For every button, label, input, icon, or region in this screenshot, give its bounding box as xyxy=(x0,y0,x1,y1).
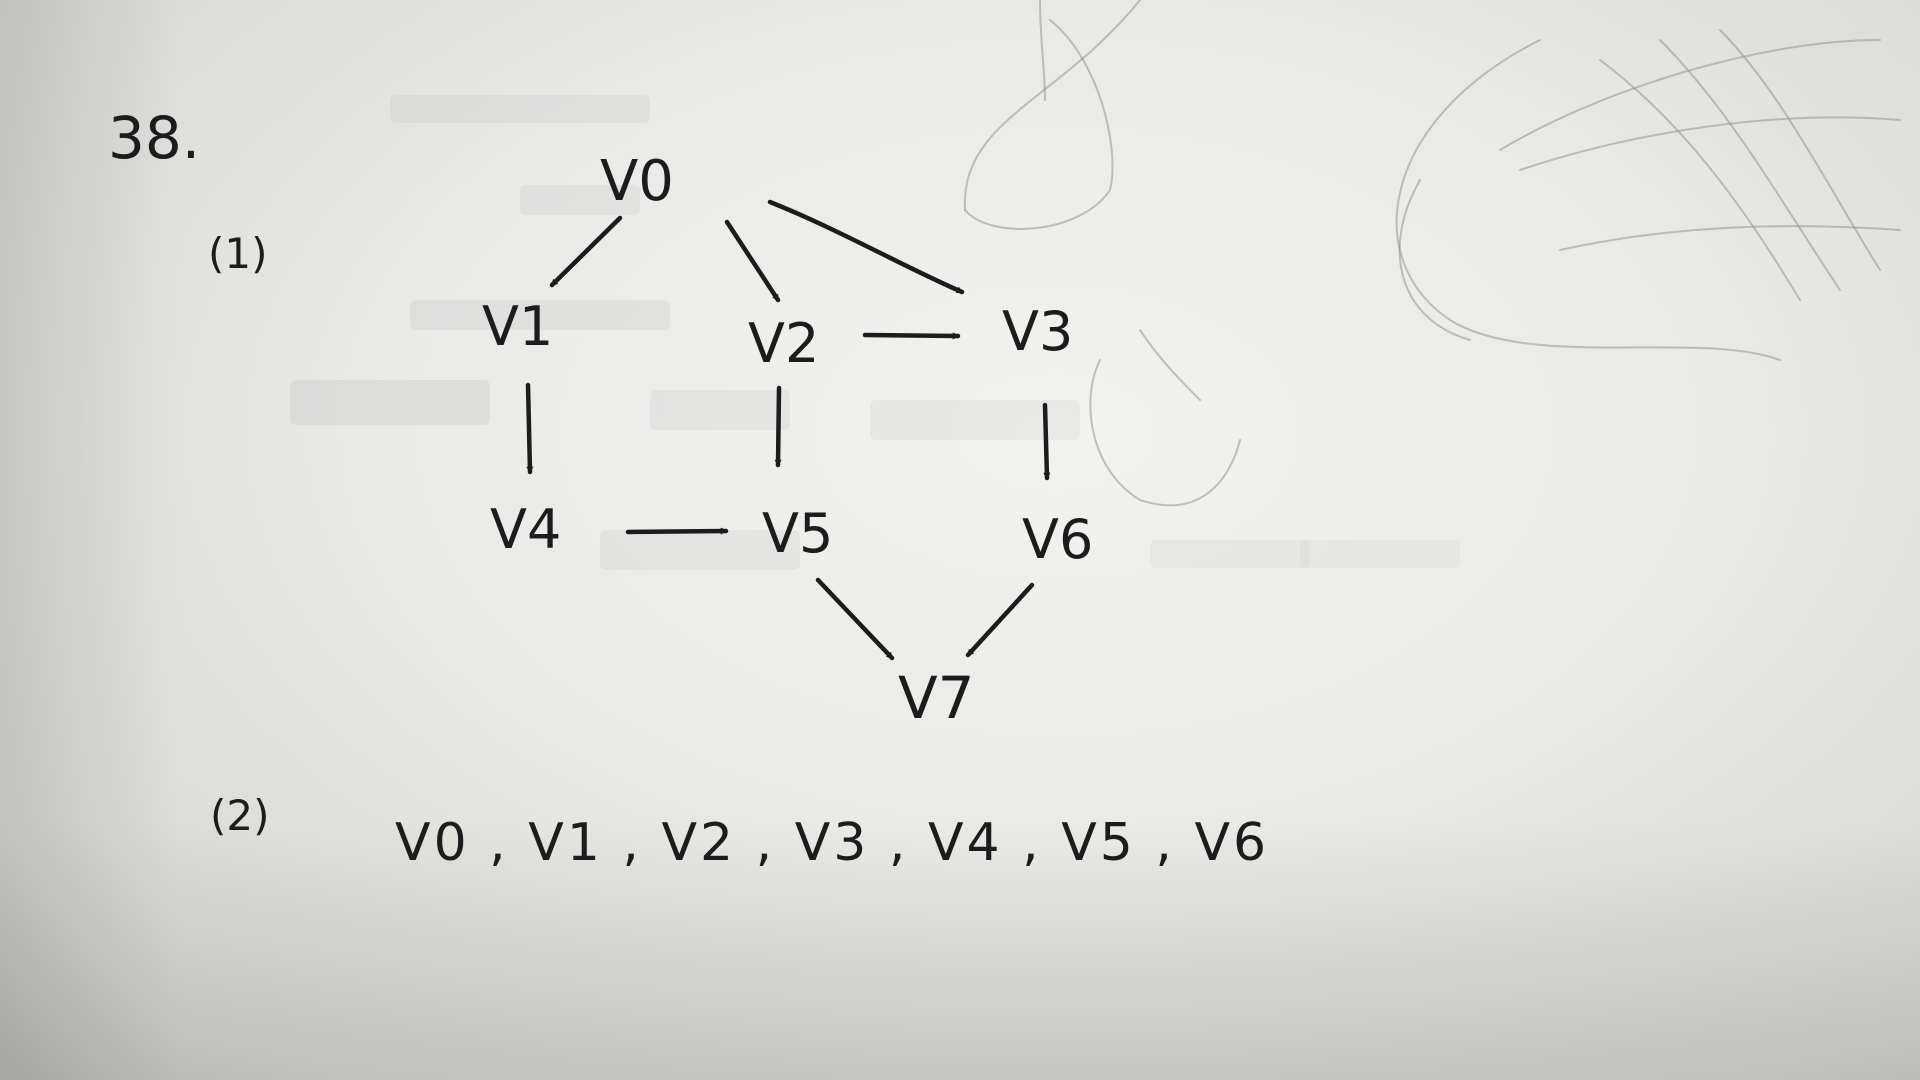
part-1-label: (1) xyxy=(208,229,268,278)
node-v6: V6 xyxy=(1022,508,1093,571)
edge-v2-v5 xyxy=(774,385,782,468)
edge-v0-v1 xyxy=(549,215,623,288)
edge-v4-v5 xyxy=(625,527,729,535)
edge-v3-v6 xyxy=(1042,402,1051,481)
edge-v2-v3 xyxy=(862,332,961,340)
node-v7: V7 xyxy=(898,664,975,732)
node-v2: V2 xyxy=(748,312,819,375)
graph-edges xyxy=(525,199,1051,661)
edge-v0-v3 xyxy=(767,199,965,295)
paper-shadow-left xyxy=(0,0,180,1080)
answer-sequence: V0 , V1 , V2 , V3 , V4 , V5 , V6 xyxy=(395,813,1269,873)
node-v3: V3 xyxy=(1002,300,1073,363)
node-v0: V0 xyxy=(600,149,674,214)
paper-shadow-bottom xyxy=(0,820,1920,1080)
node-v1: V1 xyxy=(482,295,553,358)
pencil-sketch xyxy=(963,0,1901,507)
edge-v5-v7 xyxy=(815,577,895,661)
edge-v6-v7 xyxy=(965,582,1035,658)
edge-v0-v2 xyxy=(724,219,781,303)
part-2-label: (2) xyxy=(210,791,270,840)
graph-nodes: V0 V1 V2 V3 V4 V5 V6 V7 xyxy=(482,149,1093,732)
node-v4: V4 xyxy=(490,498,561,561)
node-v5: V5 xyxy=(762,502,833,565)
edge-v1-v4 xyxy=(525,382,534,475)
problem-number: 38. xyxy=(108,104,200,172)
bleed-through-marks xyxy=(290,95,1460,570)
